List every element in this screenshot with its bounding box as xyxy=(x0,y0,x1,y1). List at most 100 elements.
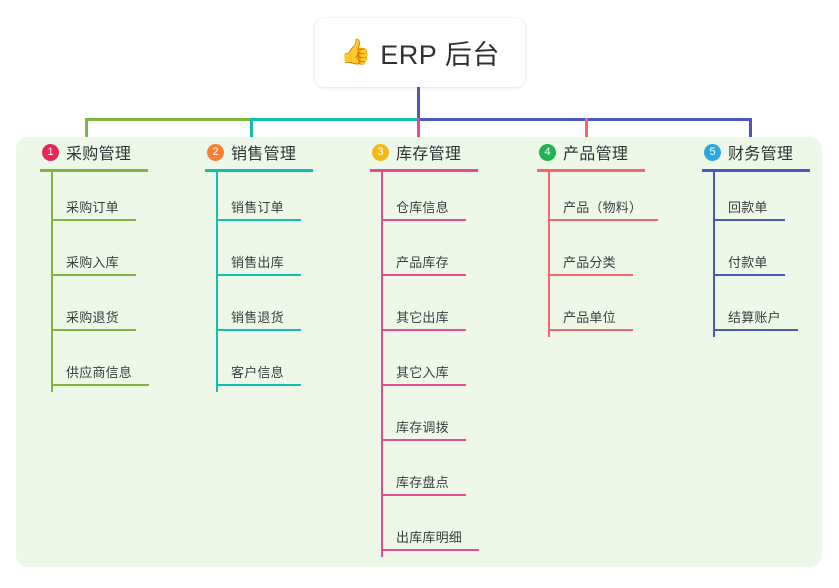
leaf-node-rule xyxy=(713,329,798,331)
branch-header-rule-1 xyxy=(40,169,148,172)
branch-column-1: 1 采购管理采购订单采购入库采购退货供应商信息 xyxy=(40,137,149,392)
leaf-node[interactable]: 采购入库 xyxy=(40,227,148,282)
branch-header-3[interactable]: 3 库存管理 xyxy=(370,137,478,167)
branch-title-4: 产品管理 xyxy=(563,146,629,163)
leaf-node[interactable]: 销售订单 xyxy=(205,172,313,227)
leaf-node-label: 库存调拨 xyxy=(396,420,449,435)
leaf-node[interactable]: 其它出库 xyxy=(370,282,478,337)
leaf-node[interactable]: 出库库明细 xyxy=(370,502,479,557)
root-node-erp-backend[interactable]: 👍 ERP 后台 xyxy=(315,18,525,87)
leaf-node-label: 供应商信息 xyxy=(66,365,133,380)
leaf-node-label: 客户信息 xyxy=(231,365,284,380)
leaf-node[interactable]: 付款单 xyxy=(702,227,810,282)
branch-spine-4 xyxy=(548,172,550,337)
leaf-node[interactable]: 客户信息 xyxy=(205,337,313,392)
leaf-node-label: 付款单 xyxy=(728,255,768,270)
branch-badge-5: 5 xyxy=(704,143,721,161)
leaf-node-rule xyxy=(216,329,301,331)
leaf-node-rule xyxy=(381,219,466,221)
leaf-node-rule xyxy=(381,439,466,441)
branch-badge-1: 1 xyxy=(42,143,59,161)
branch-header-rule-3 xyxy=(370,169,478,172)
leaf-node-rule xyxy=(381,274,466,276)
leaf-node-rule xyxy=(548,329,633,331)
branch-badge-3: 3 xyxy=(372,143,389,161)
connector-root-stem xyxy=(417,87,420,120)
leaf-node-label: 其它入库 xyxy=(396,365,449,380)
leaf-node-label: 产品单位 xyxy=(563,310,616,325)
connector-drop-column-2 xyxy=(250,118,253,147)
leaf-node-rule xyxy=(51,384,149,386)
branch-items-3: 仓库信息产品库存其它出库其它入库库存调拨库存盘点出库库明细 xyxy=(370,172,479,557)
leaf-node-rule xyxy=(51,329,136,331)
leaf-node-label: 仓库信息 xyxy=(396,200,449,215)
leaf-node-label: 回款单 xyxy=(728,200,768,215)
connector-drop-column-5 xyxy=(749,118,752,147)
branch-column-3: 3 库存管理仓库信息产品库存其它出库其它入库库存调拨库存盘点出库库明细 xyxy=(370,137,479,557)
branch-header-2[interactable]: 2 销售管理 xyxy=(205,137,313,167)
branch-spine-3 xyxy=(381,172,383,557)
branch-column-2: 2 销售管理销售订单销售出库销售退货客户信息 xyxy=(205,137,313,392)
connector-bar-green xyxy=(85,118,253,121)
leaf-node-label: 采购入库 xyxy=(66,255,119,270)
leaf-node-rule xyxy=(381,494,466,496)
leaf-node-label: 销售退货 xyxy=(231,310,284,325)
leaf-node[interactable]: 库存盘点 xyxy=(370,447,478,502)
branch-items-5: 回款单付款单结算账户 xyxy=(702,172,810,337)
leaf-node-rule xyxy=(381,549,479,551)
branch-spine-5 xyxy=(713,172,715,337)
leaf-node[interactable]: 供应商信息 xyxy=(40,337,149,392)
leaf-node-label: 采购退货 xyxy=(66,310,119,325)
leaf-node[interactable]: 库存调拨 xyxy=(370,392,478,447)
leaf-node-rule xyxy=(51,274,136,276)
leaf-node[interactable]: 采购退货 xyxy=(40,282,148,337)
connector-bar-teal xyxy=(252,118,418,121)
leaf-node[interactable]: 其它入库 xyxy=(370,337,478,392)
leaf-node-rule xyxy=(216,219,301,221)
leaf-node-label: 产品库存 xyxy=(396,255,449,270)
leaf-node[interactable]: 产品分类 xyxy=(537,227,645,282)
branch-header-1[interactable]: 1 采购管理 xyxy=(40,137,148,167)
leaf-node-label: 结算账户 xyxy=(728,310,781,325)
branch-title-2: 销售管理 xyxy=(231,146,297,163)
leaf-node[interactable]: 产品（物料） xyxy=(537,172,658,227)
leaf-node-rule xyxy=(216,384,301,386)
branch-header-rule-5 xyxy=(702,169,810,172)
branch-title-5: 财务管理 xyxy=(728,146,794,163)
branch-spine-2 xyxy=(216,172,218,392)
root-node-title: ERP 后台 xyxy=(380,40,500,70)
branch-header-rule-4 xyxy=(537,169,645,172)
leaf-node-rule xyxy=(216,274,301,276)
leaf-node-rule xyxy=(381,384,466,386)
leaf-node[interactable]: 产品单位 xyxy=(537,282,645,337)
branch-title-3: 库存管理 xyxy=(396,146,462,163)
leaf-node-rule xyxy=(713,274,785,276)
leaf-node-rule xyxy=(548,274,633,276)
leaf-node[interactable]: 产品库存 xyxy=(370,227,478,282)
branch-header-5[interactable]: 5 财务管理 xyxy=(702,137,810,167)
leaf-node[interactable]: 销售出库 xyxy=(205,227,313,282)
leaf-node-rule xyxy=(713,219,785,221)
leaf-node[interactable]: 结算账户 xyxy=(702,282,810,337)
branch-items-4: 产品（物料） 产品分类产品单位 xyxy=(537,172,658,337)
leaf-node[interactable]: 回款单 xyxy=(702,172,810,227)
leaf-node-label: 产品分类 xyxy=(563,255,616,270)
leaf-node-label: 销售订单 xyxy=(231,200,284,215)
branch-title-1: 采购管理 xyxy=(66,146,132,163)
leaf-node-label: 产品（物料） xyxy=(563,200,643,215)
leaf-node[interactable]: 采购订单 xyxy=(40,172,148,227)
branch-badge-2: 2 xyxy=(207,143,224,161)
leaf-node-label: 其它出库 xyxy=(396,310,449,325)
leaf-node[interactable]: 销售退货 xyxy=(205,282,313,337)
branches-panel: 1 采购管理采购订单采购入库采购退货供应商信息 2 销售管理销售订单销售出库销售退货客… xyxy=(16,137,822,567)
connector-bar-blue xyxy=(417,118,752,121)
leaf-node-rule xyxy=(51,219,136,221)
branch-items-2: 销售订单销售出库销售退货客户信息 xyxy=(205,172,313,392)
root-node-content: 👍 ERP 后台 xyxy=(340,33,500,72)
connector-drop-column-1 xyxy=(85,118,88,147)
branch-items-1: 采购订单采购入库采购退货供应商信息 xyxy=(40,172,149,392)
leaf-node[interactable]: 仓库信息 xyxy=(370,172,478,227)
